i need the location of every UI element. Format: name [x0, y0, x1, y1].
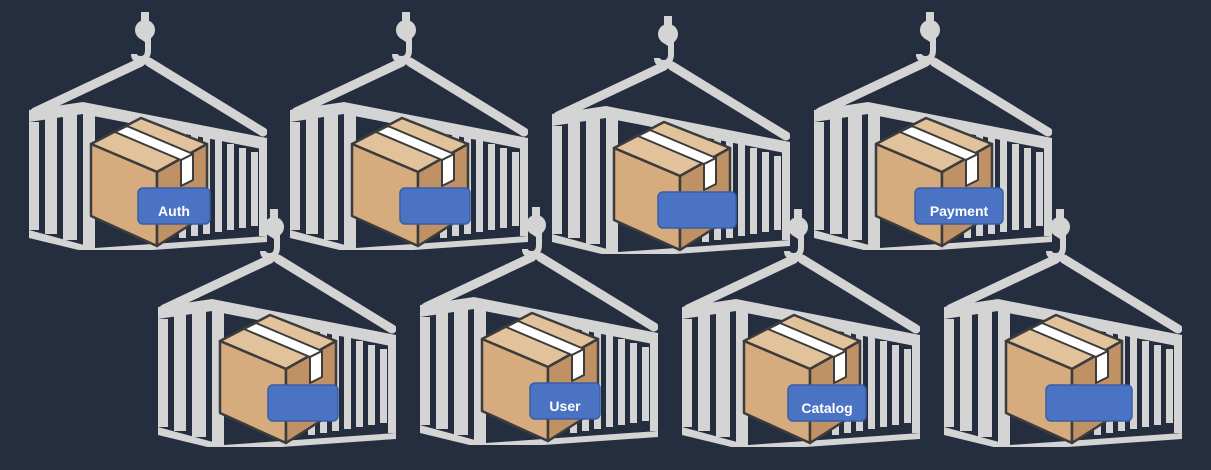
packing-tape [637, 129, 717, 191]
container-slat [488, 144, 495, 230]
container-slat [642, 347, 649, 421]
container-slat [500, 148, 507, 228]
container-slat [762, 152, 769, 232]
sling-cables [553, 61, 790, 141]
container-slat [476, 140, 483, 232]
container-slat [380, 349, 387, 423]
container-slat [1024, 148, 1031, 228]
service-label [399, 187, 471, 225]
container-slat [251, 152, 258, 226]
service-label-badge [267, 384, 339, 422]
container-slat [774, 156, 781, 230]
container-slat [630, 343, 637, 423]
container-slat [512, 152, 519, 226]
container-slat [892, 345, 899, 425]
crane-hook-icon [392, 12, 416, 62]
crane-hook-icon [522, 207, 546, 257]
crane-hook-icon [131, 12, 155, 62]
container-slat [356, 341, 363, 427]
container-slat [227, 144, 234, 230]
sling-cables [421, 252, 658, 332]
service-label: Auth [137, 187, 211, 225]
packing-tape [1029, 322, 1109, 384]
packing-tape [243, 322, 323, 384]
container-slat [738, 144, 745, 236]
shipping-container-icon [420, 297, 658, 445]
container-icon [158, 209, 396, 447]
shipping-container-icon [814, 102, 1052, 250]
container-slat [1142, 341, 1149, 427]
container-slat [1012, 144, 1019, 230]
container-catalog: Catalog [680, 207, 920, 447]
service-label-badge [399, 187, 471, 225]
sling-cables [683, 254, 920, 334]
container-slat [868, 337, 875, 429]
container-icon: Payment [814, 12, 1052, 250]
container-auth: Auth [27, 10, 267, 250]
service-label: Catalog [787, 384, 867, 422]
service-label-badge [657, 191, 737, 229]
service-label: User [529, 382, 601, 420]
sling-cables [30, 57, 267, 137]
service-label-badge [529, 382, 601, 420]
container-user: User [418, 205, 658, 445]
container-slat [1130, 337, 1137, 429]
sling-cables [815, 57, 1052, 137]
packing-tape [767, 322, 847, 384]
container-slat [1036, 152, 1043, 226]
crane-hook-icon [916, 12, 940, 62]
container-slat [1166, 349, 1173, 423]
service-label-text: Auth [158, 203, 190, 219]
sling-cables [945, 254, 1182, 334]
service-label-badge [914, 187, 1004, 225]
container-slat [618, 339, 625, 425]
container-slat [1000, 140, 1007, 232]
service-label-text: Payment [930, 203, 989, 219]
container-unlabeled-2 [550, 14, 790, 254]
container-slat [750, 148, 757, 234]
service-label: Payment [914, 187, 1004, 225]
crane-hook-icon [784, 209, 808, 259]
packing-tape [114, 125, 194, 187]
service-label [1045, 384, 1133, 422]
container-slat [904, 349, 911, 423]
container-icon: User [420, 207, 658, 445]
container-payment: Payment [812, 10, 1052, 250]
container-unlabeled-1 [288, 10, 528, 250]
crane-hook-icon [654, 16, 678, 66]
container-slat [1154, 345, 1161, 425]
container-slat [215, 140, 222, 232]
container-unlabeled-4 [942, 207, 1182, 447]
service-label-text: User [549, 398, 581, 414]
service-label-badge [137, 187, 211, 225]
container-icon: Auth [29, 12, 267, 250]
packing-tape [505, 320, 585, 382]
service-label-badge [1045, 384, 1133, 422]
sling-cables [291, 57, 528, 137]
container-slat [880, 341, 887, 427]
container-icon [290, 12, 528, 250]
container-icon: Catalog [682, 209, 920, 447]
container-slat [606, 335, 613, 427]
service-label-text: Catalog [801, 400, 852, 416]
service-label [657, 191, 737, 229]
service-label [267, 384, 339, 422]
container-slat [239, 148, 246, 228]
container-icon [944, 209, 1182, 447]
container-unlabeled-3 [156, 207, 396, 447]
crane-hook-icon [1046, 209, 1070, 259]
packing-tape [899, 125, 979, 187]
sling-cables [159, 254, 396, 334]
crane-hook-icon [260, 209, 284, 259]
container-slat [344, 337, 351, 429]
container-icon [552, 16, 790, 254]
packing-tape [375, 125, 455, 187]
shipping-container-icon [29, 102, 267, 250]
service-label-badge [787, 384, 867, 422]
container-slat [368, 345, 375, 425]
